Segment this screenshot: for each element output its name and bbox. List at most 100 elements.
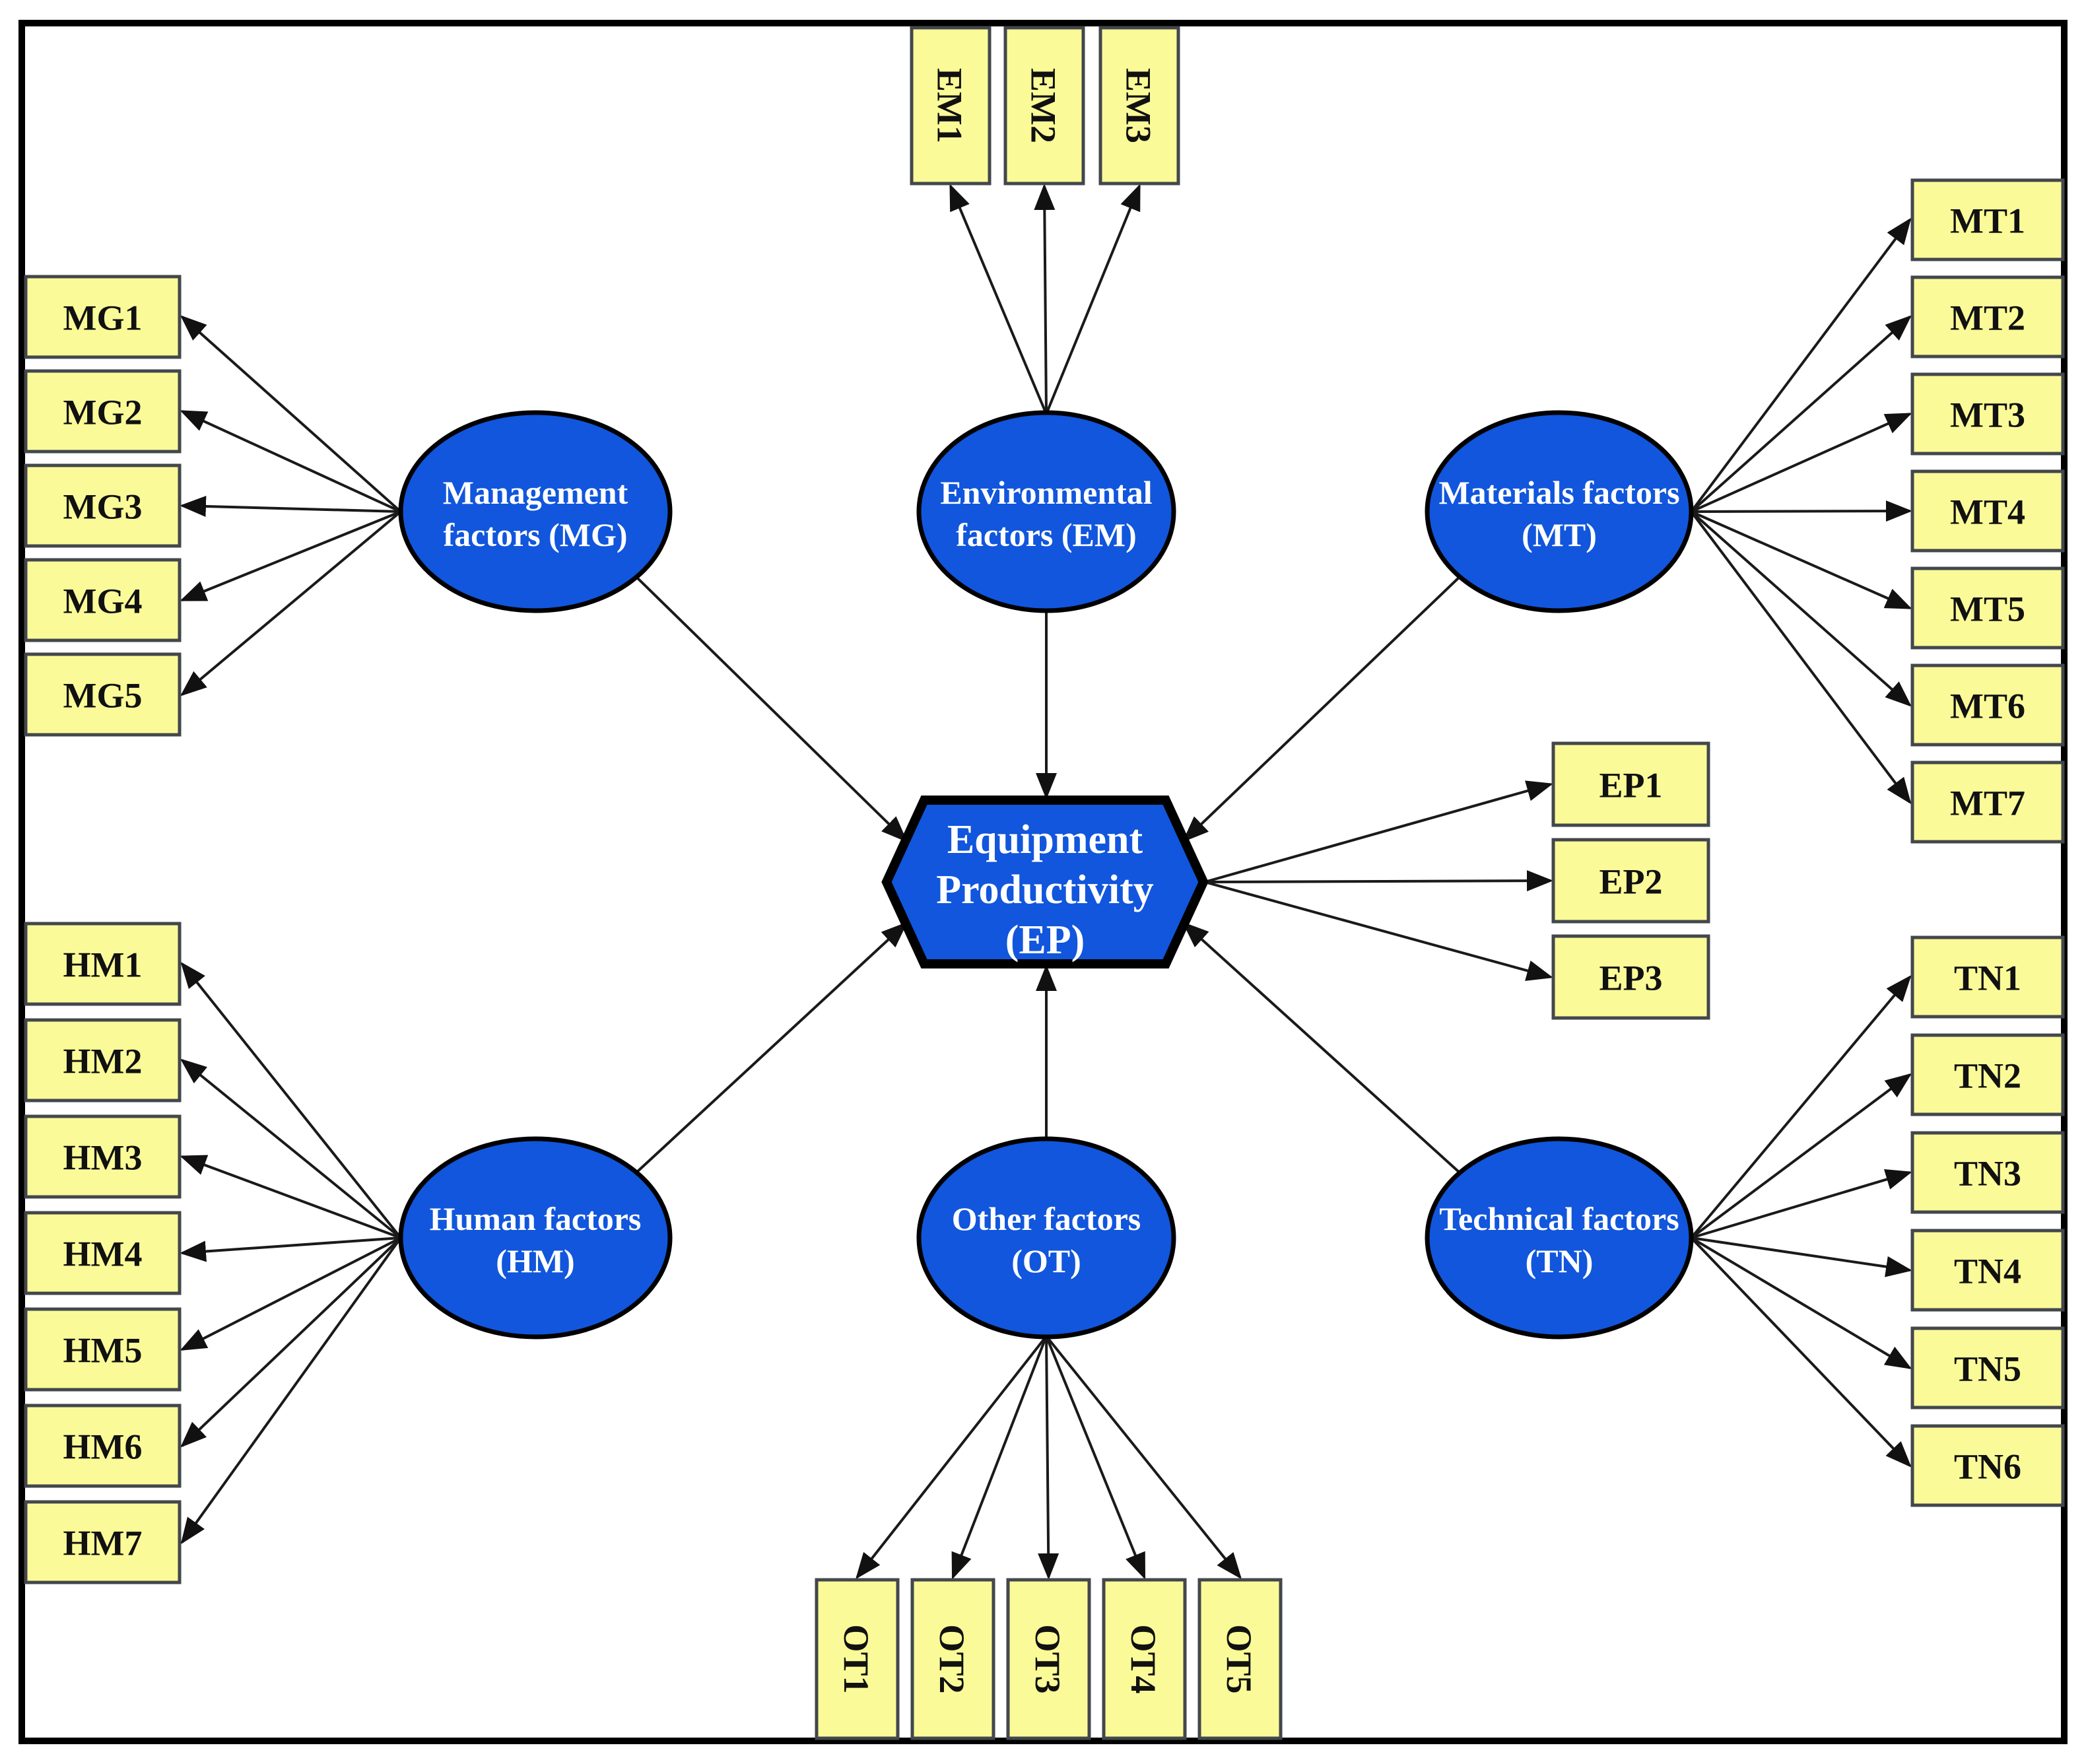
indicator-box-MT2-rect: [1910, 275, 2065, 358]
indicator-box-OT5: OT5: [1197, 1578, 1283, 1740]
hm-label: Human factors(HM): [430, 1200, 642, 1279]
indicator-box-MG1-label: MG1: [63, 298, 143, 337]
indicator-box-HM5-rect: [24, 1307, 182, 1392]
indicator-box-EP3-label: EP3: [1599, 958, 1662, 998]
ep-hexagon: [881, 796, 1209, 968]
arrow-mg-MG5: [180, 510, 402, 696]
indicator-box-TN5-rect: [1910, 1326, 2065, 1409]
arrow-mg-MG3: [180, 495, 401, 517]
indicator-box-MG4-rect: [24, 558, 182, 642]
arrow-mt-MT5: [1691, 510, 1912, 609]
indicator-box-EM2-rect: [1003, 26, 1085, 186]
indicator-box-MT1-rect: [1910, 178, 2065, 261]
indicator-box-MT3: MT3: [1910, 372, 2065, 456]
indicator-box-EP1: EP1: [1551, 741, 1710, 827]
arrow-tn-TN1: [1690, 974, 1912, 1239]
indicator-box-OT3-label: OT3: [1028, 1624, 1067, 1693]
arrow-hm-HM3: [180, 1155, 401, 1239]
indicator-box-MG2-rect: [24, 369, 182, 454]
indicator-box-MG5-label: MG5: [63, 675, 143, 715]
indicator-box-EM1-label: EM1: [930, 68, 970, 143]
indicator-box-HM4-rect: [24, 1211, 182, 1295]
indicator-box-EP2-rect: [1551, 838, 1710, 924]
arrow-mg-MG4: [180, 510, 401, 601]
mt-label: Materials factors(MT): [1438, 474, 1679, 553]
factor-node-tn: Technical factors(TN): [1425, 1136, 1694, 1340]
indicator-box-HM1: HM1: [24, 922, 182, 1006]
indicator-box-TN3: TN3: [1910, 1131, 2065, 1214]
arrow-em-EM3: [1045, 184, 1141, 415]
indicator-box-MT1: MT1: [1910, 178, 2065, 261]
indicator-box-MG5-rect: [24, 652, 182, 737]
indicator-box-OT5-label: OT5: [1219, 1624, 1259, 1693]
arrow-tn-TN2: [1690, 1073, 1912, 1239]
arrow-ep-EP3: [1204, 881, 1553, 981]
indicator-box-HM7-rect: [24, 1500, 182, 1584]
ot-ellipse: [916, 1136, 1176, 1340]
indicator-box-TN6-label: TN6: [1954, 1446, 2021, 1486]
mg-ellipse: [398, 410, 673, 613]
indicator-box-MT4-label: MT4: [1950, 492, 2025, 531]
ot-label: Other factors(OT): [952, 1200, 1141, 1279]
indicator-box-TN2-rect: [1910, 1033, 2065, 1116]
indicator-box-MT4: MT4: [1910, 469, 2065, 553]
indicator-box-MT6-rect: [1910, 663, 2065, 747]
indicator-box-EM2-label: EM2: [1024, 68, 1063, 143]
indicator-box-MG4-label: MG4: [63, 581, 143, 621]
factor-node-ot: Other factors(OT): [916, 1136, 1176, 1340]
indicator-box-OT4-label: OT4: [1124, 1624, 1163, 1693]
arrow-tn-TN6: [1690, 1237, 1912, 1468]
factor-node-mt: Materials factors(MT): [1425, 410, 1694, 613]
indicator-box-EM1-rect: [910, 26, 992, 186]
path-tn-to-ep: [1182, 922, 1462, 1174]
arrow-em-EM2: [1034, 184, 1056, 415]
path-mt-to-ep: [1182, 575, 1462, 842]
indicator-box-TN6: TN6: [1910, 1424, 2065, 1507]
indicator-box-OT1-rect: [815, 1578, 900, 1740]
indicator-box-HM5: HM5: [24, 1307, 182, 1392]
arrow-tn-TN5: [1690, 1237, 1912, 1370]
path-hm-to-ep: [634, 922, 908, 1174]
arrow-tn-TN4: [1691, 1237, 1912, 1277]
arrow-tn-TN3: [1691, 1169, 1912, 1239]
indicator-box-OT1: OT1: [815, 1578, 900, 1740]
tn-ellipse: [1425, 1136, 1694, 1340]
indicator-box-EM3-label: EM3: [1119, 68, 1159, 143]
indicator-box-MT7-label: MT7: [1950, 783, 2025, 823]
indicator-box-OT4: OT4: [1102, 1578, 1187, 1740]
arrow-mt-MT2: [1690, 315, 1912, 513]
indicator-box-HM7-label: HM7: [63, 1523, 143, 1563]
indicator-box-EP1-label: EP1: [1599, 765, 1662, 805]
indicator-box-MT1-label: MT1: [1950, 201, 2025, 240]
arrow-hm-HM6: [180, 1237, 402, 1448]
indicator-box-MG2-label: MG2: [63, 392, 143, 432]
indicator-box-OT2-label: OT2: [932, 1624, 972, 1693]
indicator-box-MT6-label: MT6: [1950, 686, 2025, 726]
indicator-box-TN1: TN1: [1910, 935, 2065, 1019]
indicator-box-TN4-rect: [1910, 1229, 2065, 1312]
indicator-box-TN3-label: TN3: [1954, 1153, 2021, 1193]
indicator-box-MT3-rect: [1910, 372, 2065, 456]
indicator-box-TN3-rect: [1910, 1131, 2065, 1214]
indicator-box-TN5-label: TN5: [1954, 1349, 2021, 1388]
arrow-mt-MT4: [1691, 500, 1912, 522]
indicator-box-MT3-label: MT3: [1950, 395, 2025, 434]
indicator-box-EM2: EM2: [1003, 26, 1085, 186]
indicator-box-HM2: HM2: [24, 1018, 182, 1102]
indicator-box-MT5: MT5: [1910, 566, 2065, 650]
indicator-box-HM4: HM4: [24, 1211, 182, 1295]
indicator-box-OT1-label: OT1: [836, 1624, 876, 1693]
indicator-box-HM1-rect: [24, 922, 182, 1006]
indicator-box-HM5-label: HM5: [63, 1330, 143, 1370]
indicator-box-MT7: MT7: [1910, 761, 2065, 844]
indicator-box-MG2: MG2: [24, 369, 182, 454]
arrow-ep-EP1: [1204, 780, 1553, 883]
indicator-box-EP2: EP2: [1551, 838, 1710, 924]
arrow-ot-OT4: [1045, 1336, 1146, 1580]
arrow-ot-OT1: [856, 1335, 1048, 1580]
indicator-box-TN4-label: TN4: [1954, 1251, 2021, 1291]
arrow-hm-HM4: [180, 1237, 401, 1262]
indicator-box-MT2: MT2: [1910, 275, 2065, 358]
mt-ellipse: [1425, 410, 1694, 613]
